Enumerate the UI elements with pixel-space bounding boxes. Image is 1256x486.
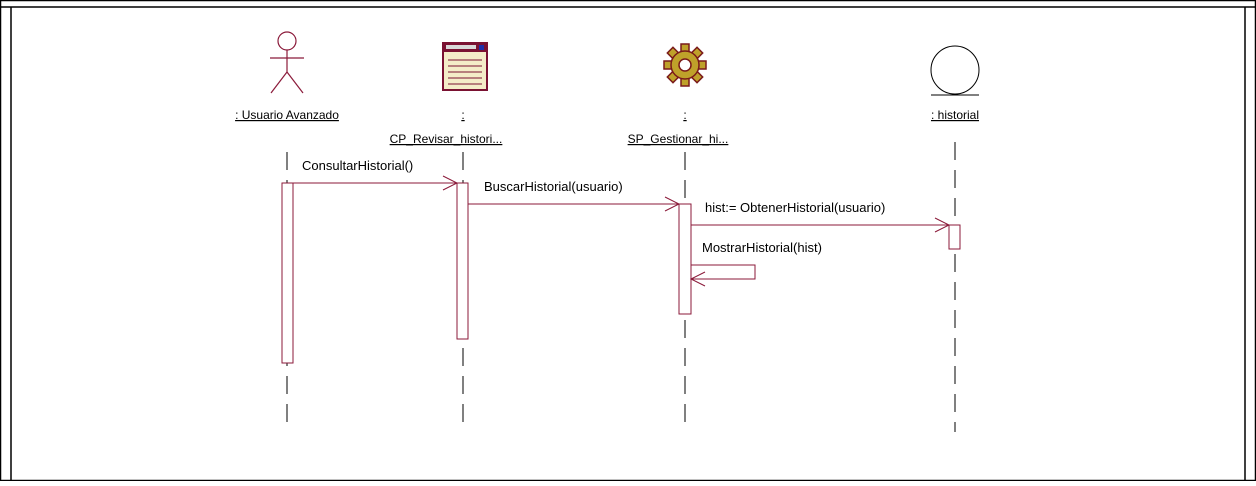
actor-icon bbox=[270, 31, 304, 94]
participant-historial-name: : historial bbox=[931, 108, 979, 122]
activation-sp bbox=[678, 203, 692, 315]
messages bbox=[293, 175, 951, 287]
message-arrow-mostrar bbox=[691, 264, 756, 280]
participant-usuario-name: : Usuario Avanzado bbox=[235, 108, 339, 122]
participant-cp-colon: : bbox=[461, 108, 464, 122]
message-label-buscar: BuscarHistorial(usuario) bbox=[484, 179, 623, 194]
message-labels: ConsultarHistorial() BuscarHistorial(usu… bbox=[302, 158, 885, 255]
message-arrowhead-buscar bbox=[664, 196, 681, 212]
activation-bars bbox=[281, 182, 961, 364]
message-arrowhead-consultar bbox=[442, 175, 459, 191]
activation-usuario bbox=[281, 182, 294, 364]
activation-historial bbox=[948, 224, 961, 250]
gear-icon bbox=[663, 43, 707, 87]
message-arrowhead-obtener bbox=[934, 217, 951, 233]
boundary-form-icon bbox=[442, 42, 488, 91]
entity-circle-icon bbox=[930, 45, 980, 96]
participant-labels: : Usuario Avanzado : CP_Revisar_histori.… bbox=[235, 108, 979, 146]
message-label-obtener: hist:= ObtenerHistorial(usuario) bbox=[705, 200, 885, 215]
participant-sp-name: SP_Gestionar_hi... bbox=[628, 132, 729, 146]
message-label-mostrar: MostrarHistorial(hist) bbox=[702, 240, 822, 255]
message-label-consultar: ConsultarHistorial() bbox=[302, 158, 413, 173]
message-arrowhead-mostrar bbox=[689, 271, 706, 287]
activation-cp bbox=[456, 182, 469, 340]
participant-cp-name: CP_Revisar_histori... bbox=[390, 132, 503, 146]
participant-sp-colon: : bbox=[683, 108, 686, 122]
